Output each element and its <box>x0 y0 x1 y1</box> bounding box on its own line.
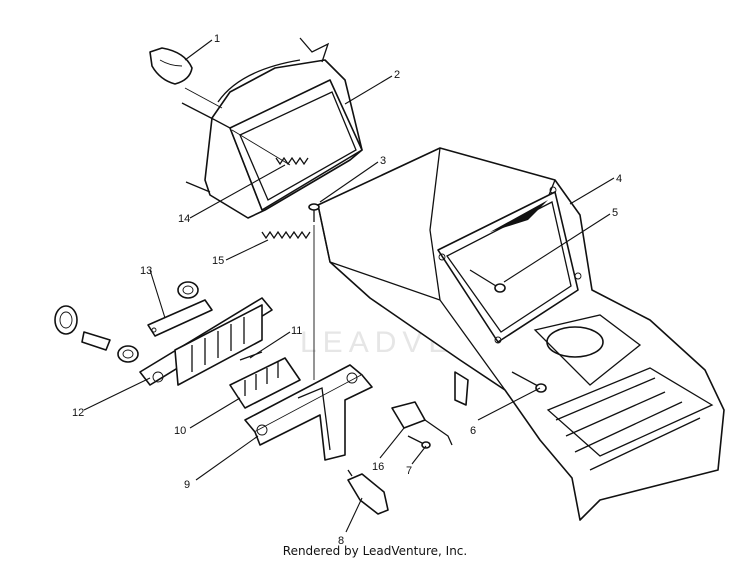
part-11-pin <box>239 351 263 361</box>
callout-12: 12 <box>72 407 84 419</box>
grommet-top <box>177 281 199 299</box>
part-4-console <box>317 147 725 521</box>
part-13-plate <box>147 299 213 337</box>
part-8-socket <box>347 469 389 515</box>
credit-footer: Rendered by LeadVenture, Inc. <box>282 544 468 558</box>
part-7-screw <box>407 435 431 449</box>
callout-10: 10 <box>174 425 186 437</box>
part-16-connector <box>391 401 453 446</box>
part-5-bolt <box>469 269 506 293</box>
callout-16: 16 <box>372 461 384 473</box>
callout-labels: 1 2 3 4 5 6 7 8 9 10 11 12 13 14 15 16 <box>72 33 622 547</box>
callout-11: 11 <box>291 325 302 337</box>
part-9-mounting-bracket <box>244 364 373 461</box>
callout-3: 3 <box>380 155 386 167</box>
part-12-switch-bracket <box>139 297 273 386</box>
part-6-bolt <box>511 371 547 393</box>
part-3-screw <box>308 203 320 380</box>
callout-15: 15 <box>212 255 224 267</box>
callout-2: 2 <box>394 69 400 81</box>
callout-14: 14 <box>178 213 190 225</box>
callout-13: 13 <box>140 265 152 277</box>
callout-4: 4 <box>616 173 622 185</box>
part-14-spring <box>231 129 309 166</box>
part-1-bulb <box>149 47 223 109</box>
callout-8: 8 <box>338 535 344 547</box>
callout-9: 9 <box>184 479 190 491</box>
leader-lines <box>83 39 615 533</box>
key-switch <box>54 305 139 363</box>
callout-6: 6 <box>470 425 476 437</box>
part-10-switch-block <box>229 357 301 409</box>
callout-7: 7 <box>406 465 412 477</box>
callout-1: 1 <box>214 33 220 45</box>
callout-5: 5 <box>612 207 618 219</box>
part-15-spring <box>261 230 311 240</box>
